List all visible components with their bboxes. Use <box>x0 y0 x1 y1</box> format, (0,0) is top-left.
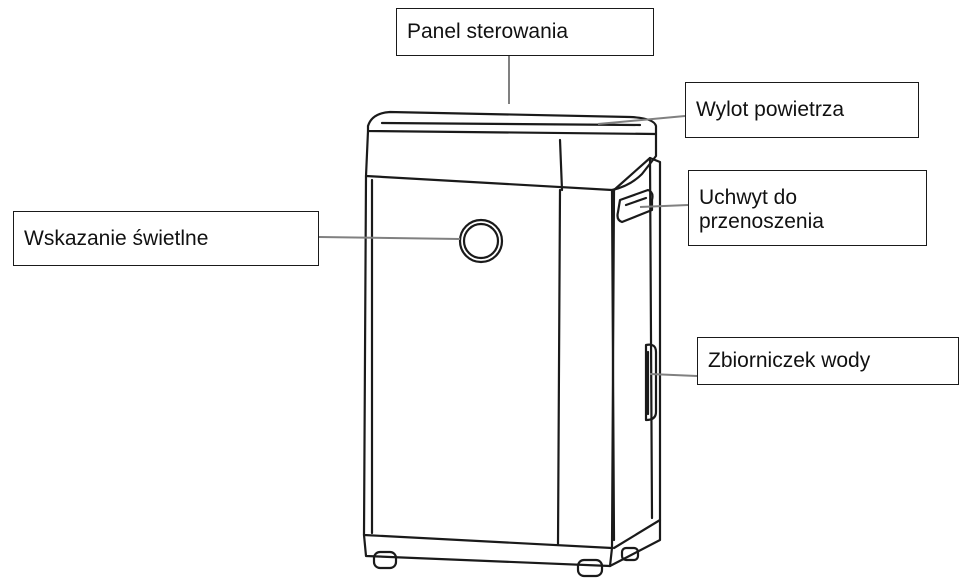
light-indicator-inner <box>462 222 500 260</box>
leader-light-indicator <box>318 236 461 240</box>
wheel-front-left <box>372 550 398 570</box>
carry-handle-text-line1: Uchwyt do <box>699 186 798 209</box>
control-panel-label: Panel sterowania <box>396 8 654 56</box>
side-panel <box>612 156 662 550</box>
main-body-front <box>362 174 616 550</box>
light-indicator-label: Wskazanie świetlne <box>13 211 319 266</box>
upper-section <box>364 129 658 192</box>
wheel-front-right <box>576 558 604 578</box>
water-tank-label: Zbiorniczek wody <box>697 337 959 385</box>
control-panel-text: Panel sterowania <box>407 20 569 43</box>
light-indicator-ring <box>458 218 504 264</box>
top-lid <box>366 110 658 136</box>
carry-handle <box>616 188 654 224</box>
carry-handle-label: Uchwyt do przenoszenia <box>688 170 927 246</box>
leader-water-tank <box>649 373 698 377</box>
leader-air-outlet <box>597 115 686 125</box>
carry-handle-text-line2: przenoszenia <box>699 210 824 233</box>
top-lid-inner <box>380 121 642 127</box>
air-outlet-label: Wylot powietrza <box>685 82 919 138</box>
light-indicator-text: Wskazanie świetlne <box>24 226 209 250</box>
air-outlet-text: Wylot powietrza <box>696 98 845 121</box>
water-tank-text: Zbiorniczek wody <box>708 349 871 372</box>
water-tank-window <box>644 343 658 422</box>
wheel-back-right <box>620 546 640 562</box>
leader-carry-handle <box>639 204 689 208</box>
